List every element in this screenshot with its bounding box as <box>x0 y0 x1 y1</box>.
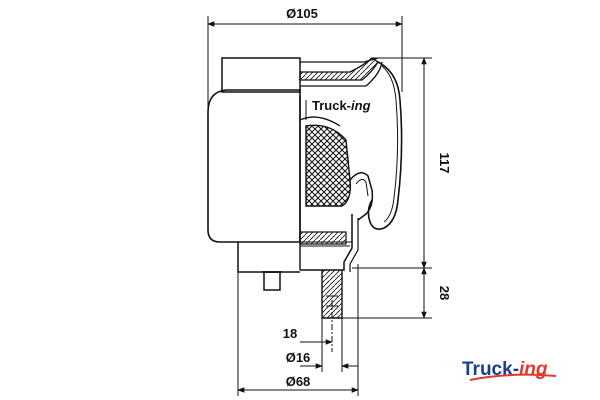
brand-logo-suffix: ing <box>519 359 548 380</box>
svg-text:Truck-ing: Truck-ing <box>462 359 548 380</box>
membrane-contour <box>367 61 403 230</box>
center-boss <box>299 231 347 245</box>
brand-logo-swoosh <box>469 373 557 381</box>
dim-bottom-height: 28 <box>437 286 452 300</box>
part-logo: Truck-ing <box>312 98 371 113</box>
bottom-stud <box>321 270 343 319</box>
top-plate <box>221 57 301 93</box>
bellows-body <box>207 89 301 243</box>
dim-base-diameter: Ø68 <box>286 374 311 389</box>
dim-top-diameter: Ø105 <box>286 6 318 21</box>
svg-text:Truck-ing: Truck-ing <box>312 98 371 113</box>
part-logo-prefix: Truck- <box>312 98 351 113</box>
brand-logo: Truck-ing <box>462 359 557 381</box>
piston-core <box>305 124 352 207</box>
dim-bolt-diameter: Ø16 <box>286 350 311 365</box>
section-view <box>299 57 403 319</box>
dimension-lines <box>207 16 432 396</box>
dim-bolt-length: 18 <box>283 326 297 341</box>
air-spring-body <box>207 57 301 291</box>
side-stud <box>263 271 281 291</box>
dim-height: 117 <box>437 153 452 174</box>
clamp-ring <box>349 172 374 221</box>
part-logo-suffix: ing <box>351 98 371 113</box>
piston-housing <box>237 242 300 273</box>
